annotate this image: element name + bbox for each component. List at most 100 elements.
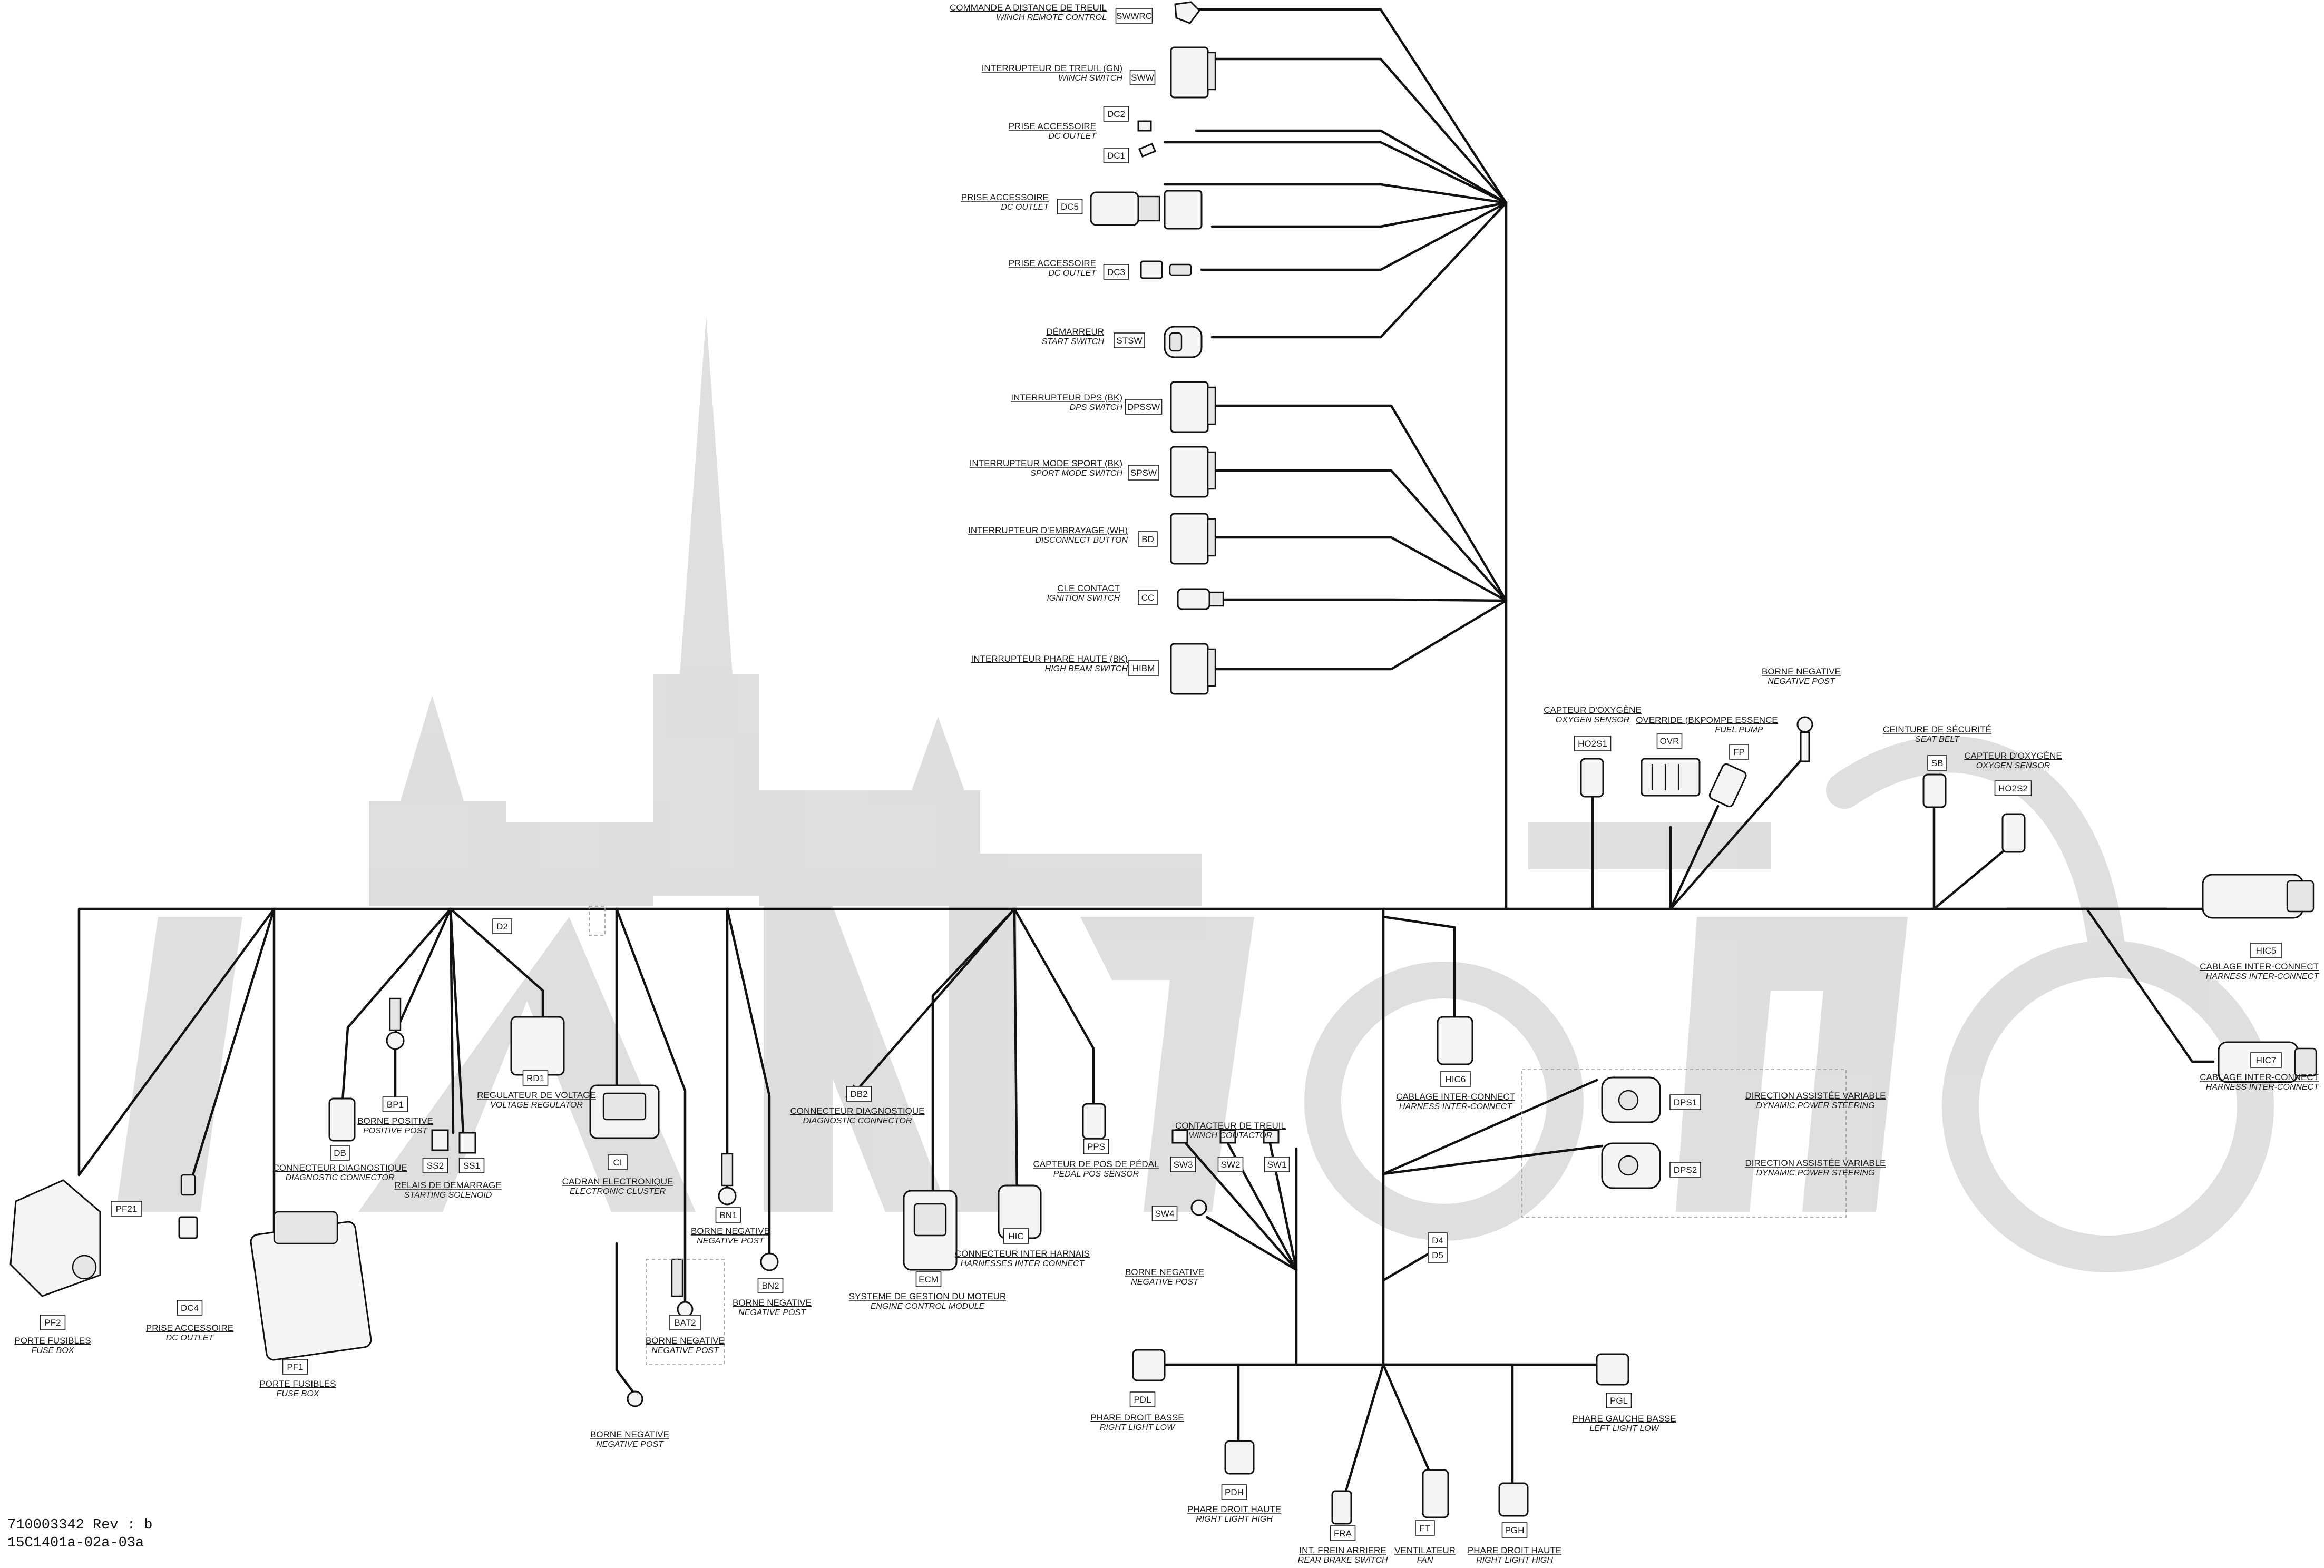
component-label-en: DIAGNOSTIC CONNECTOR bbox=[286, 1173, 395, 1182]
harness-connector-icon bbox=[1437, 1016, 1473, 1065]
ring-terminal-icon bbox=[718, 1153, 737, 1206]
component-code-box bbox=[1927, 755, 1947, 771]
component-code: ECM bbox=[919, 1275, 939, 1285]
component-label-en: FUSE BOX bbox=[32, 1346, 75, 1355]
component-code-box bbox=[1221, 1484, 1247, 1500]
component-code-box bbox=[522, 1070, 549, 1086]
component-code-box bbox=[1129, 1391, 1156, 1407]
headlight-connector-icon bbox=[1224, 1440, 1255, 1475]
diagnostic-connector-icon bbox=[328, 1097, 356, 1142]
seat-belt-connector-icon bbox=[1922, 773, 1947, 808]
component-sw1: SW1 bbox=[1264, 1157, 1290, 1172]
component-code: SW1 bbox=[1267, 1160, 1287, 1170]
component-code-box bbox=[1115, 8, 1153, 24]
component-label-fr: COMMANDE A DISTANCE DE TREUIL bbox=[950, 3, 1107, 13]
component-code: BP1 bbox=[387, 1100, 404, 1110]
component-label-fr: OVERRIDE (BK) bbox=[1636, 715, 1703, 725]
component-code-box bbox=[1264, 1157, 1290, 1172]
component-label-fr: INTERRUPTEUR PHARE HAUTE (BK) bbox=[971, 654, 1128, 664]
ring-terminal-icon bbox=[1796, 716, 1813, 762]
headlight-connector-icon bbox=[1132, 1349, 1166, 1381]
component-label-fr: CONTACTEUR DE TREUIL bbox=[1175, 1121, 1286, 1131]
component-label-fr: CONNECTEUR DIAGNOSTIQUE bbox=[272, 1163, 407, 1173]
component-label-en: HARNESSES INTER CONNECT bbox=[961, 1259, 1085, 1268]
spade-terminal-icon bbox=[1137, 120, 1152, 132]
start-switch-icon bbox=[1164, 326, 1203, 358]
component-label-fr: BORNE NEGATIVE bbox=[590, 1429, 669, 1439]
component-code: BAT2 bbox=[674, 1318, 696, 1328]
component-d4: D4 bbox=[1428, 1232, 1448, 1248]
component-label-fr: DIRECTION ASSISTÉE VARIABLE bbox=[1745, 1158, 1886, 1168]
component-label-fr: CAPTEUR D'OXYGÈNE bbox=[1544, 705, 1642, 715]
component-code: SWW bbox=[1131, 73, 1154, 83]
component-code-box bbox=[715, 1207, 741, 1223]
ecm-connector-icon bbox=[903, 1190, 958, 1271]
component-label-fr: PRISE ACCESSOIRE bbox=[961, 192, 1049, 202]
component-label-fr: PHARE DROIT HAUTE bbox=[1187, 1504, 1281, 1514]
component-spsw: INTERRUPTEUR MODE SPORT (BK)SPORT MODE S… bbox=[970, 458, 1159, 481]
component-code: DC2 bbox=[1107, 109, 1125, 119]
override-connector-icon bbox=[1641, 758, 1701, 797]
component-code: SS1 bbox=[463, 1161, 480, 1171]
component-code: PGH bbox=[1505, 1525, 1525, 1535]
component-code: DB2 bbox=[850, 1089, 867, 1099]
component-code: FT bbox=[1420, 1523, 1431, 1533]
ignition-plug-icon bbox=[1177, 588, 1224, 610]
component-label-en: START SWITCH bbox=[1041, 337, 1104, 346]
component-code: DC3 bbox=[1107, 267, 1125, 277]
component-code: SW2 bbox=[1221, 1160, 1241, 1170]
component-label-en: HARNESS INTER-CONNECT bbox=[2206, 972, 2319, 981]
component-code-box bbox=[1138, 531, 1158, 547]
component-label-fr: PHARE DROIT BASSE bbox=[1090, 1413, 1184, 1423]
component-label-fr: BORNE POSITIVE bbox=[357, 1116, 433, 1126]
component-label-fr: CABLAGE INTER-CONNECT bbox=[2200, 1072, 2319, 1082]
component-code-box bbox=[111, 1201, 142, 1217]
component-label-fr: CONNECTEUR INTER HARNAIS bbox=[955, 1249, 1090, 1259]
component-label-fr: BORNE NEGATIVE bbox=[1125, 1267, 1204, 1277]
junction-box-d2 bbox=[589, 906, 606, 936]
component-code-box bbox=[1428, 1247, 1448, 1263]
component-label-fr: REGULATEUR DE VOLTAGE bbox=[477, 1090, 596, 1100]
component-label-fr: PHARE GAUCHE BASSE bbox=[1572, 1414, 1676, 1424]
component-code-box bbox=[757, 1278, 784, 1293]
component-label-en: PEDAL POS SENSOR bbox=[1053, 1170, 1139, 1179]
component-label-en: HARNESS INTER-CONNECT bbox=[1399, 1102, 1512, 1111]
component-pf21: PF21 bbox=[111, 1201, 142, 1217]
component-code: PDL bbox=[1134, 1395, 1151, 1405]
power-steering-connector-icon bbox=[1601, 1076, 1661, 1123]
component-label-en: ELECTRONIC CLUSTER bbox=[570, 1187, 666, 1196]
component-hibm: INTERRUPTEUR PHARE HAUTE (BK)HIGH BEAM S… bbox=[971, 654, 1159, 676]
ring-terminal-icon bbox=[386, 997, 405, 1050]
component-code-box bbox=[1103, 264, 1129, 280]
component-d2: D2 bbox=[492, 918, 512, 934]
component-code-box bbox=[330, 1145, 350, 1161]
component-label-en: POSITIVE POST bbox=[363, 1126, 428, 1135]
component-label-fr: RELAIS DE DEMARRAGE bbox=[394, 1180, 501, 1190]
negative-post-group-outline bbox=[646, 1259, 725, 1365]
component-code: FP bbox=[1733, 747, 1745, 757]
spade-terminal-icon bbox=[1263, 1129, 1280, 1144]
component-label-en: HARNESS INTER-CONNECT bbox=[2206, 1083, 2319, 1092]
component-code-box bbox=[282, 1359, 308, 1375]
component-code-box bbox=[915, 1271, 942, 1287]
ring-terminal-icon bbox=[760, 1252, 779, 1271]
power-steering-connector-icon bbox=[1601, 1142, 1661, 1189]
component-code: HIC5 bbox=[2256, 946, 2277, 956]
component-label-fr: INTERRUPTEUR MODE SPORT (BK) bbox=[970, 458, 1122, 468]
component-code-box bbox=[1170, 1157, 1196, 1172]
component-label-fr: PRISE ACCESSOIRE bbox=[146, 1323, 233, 1333]
component-code: DPSSW bbox=[1127, 402, 1160, 412]
component-label-en: ENGINE CONTROL MODULE bbox=[871, 1302, 985, 1311]
